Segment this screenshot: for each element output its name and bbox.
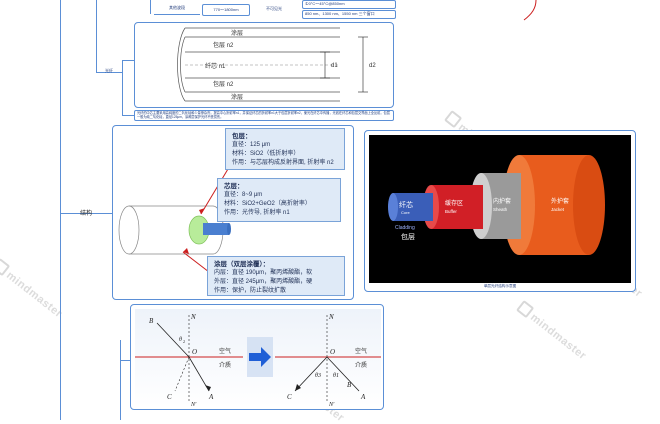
connector-line	[96, 72, 122, 73]
coating-outer: 外层：直径 245μm，聚丙烯酸酯，硬	[214, 279, 313, 285]
connector-line	[150, 0, 151, 14]
label-coating-top: 涂层	[231, 29, 243, 37]
right-label-n: N	[328, 313, 334, 321]
cable-photo-caption: 单层光纤结构示意图	[483, 284, 517, 288]
cladding-function: 作用：与芯层构成反射界面, 折射率 n2	[232, 160, 334, 166]
structure-card: 包层： 直径：125 μm 材料：SiO2（低折射率） 作用：与芯层构成反射界面…	[112, 125, 354, 300]
coating-info-box: 涂层（双层涂覆）： 内层：直径 190μm，聚丙烯酸酯，软 外层：直径 245μ…	[207, 256, 345, 296]
top-note-windows: 850 nm、1300 nm、1550 nm 三个窗口	[302, 10, 396, 19]
right-label-theta3: θ3	[315, 373, 321, 379]
cable-layers-illustration: 纤芯 Core Cladding 包层 缓存区 Buffer 内护套 Sheat…	[388, 155, 605, 255]
sheath-en-label: Sheath	[493, 207, 508, 212]
left-label-theta: θ	[179, 337, 182, 343]
right-label-a: A	[360, 393, 366, 401]
right-label-b: B	[347, 381, 352, 389]
top-note-temperature: ①0°C～45°C@850nm	[302, 0, 396, 9]
sheath-cn-label: 内护套	[493, 197, 511, 205]
left-label-air: 空气	[219, 347, 231, 355]
cladding-en-label: Cladding	[395, 225, 415, 231]
label-d1: d1	[331, 63, 338, 69]
left-label-medium: 介质	[219, 361, 231, 369]
fiber-description: 光纤的中芯主要采用高纯度的二氧化硅和少量掺杂剂，提高中心折射率n1，并保证纤芯的…	[134, 110, 394, 121]
cable-photo: 纤芯 Core Cladding 包层 缓存区 Buffer 内护套 Sheat…	[369, 135, 631, 283]
left-label-nprime: N'	[190, 402, 197, 407]
cladding-cn-label: 包层	[401, 232, 415, 241]
right-label-nprime: N'	[328, 402, 335, 407]
right-label-o: O	[330, 348, 335, 356]
cladding-diameter: 直径：125 μm	[232, 142, 271, 148]
cable-photo-card: 纤芯 Core Cladding 包层 缓存区 Buffer 内护套 Sheat…	[364, 130, 636, 292]
connector-line	[122, 60, 123, 115]
right-label-medium: 介质	[355, 361, 367, 369]
branch-label-structure: 结构	[80, 211, 93, 217]
top-cell-invisible: 不可见光	[266, 6, 282, 11]
transition-arrow-icon	[249, 347, 271, 367]
top-cell-wavelength: 770～1800nm	[202, 4, 250, 16]
label-cladding-top: 包层 n2	[213, 41, 234, 49]
connector-line	[122, 115, 134, 116]
left-label-n: N	[190, 313, 196, 321]
refraction-diagram: B N θ 2 O 空气 介质 C A N' N O 空气 介质 θ3 θ1	[135, 313, 381, 408]
left-label-theta-index: 2	[183, 339, 185, 344]
refraction-card: B N θ 2 O 空气 介质 C A N' N O 空气 介质 θ3 θ1	[130, 304, 384, 410]
core-title: 芯层：	[224, 183, 244, 190]
watermark: mindmaster	[515, 300, 589, 362]
buffer-en-label: Buffer	[445, 209, 457, 214]
core-diameter: 直径：8~9 μm	[224, 192, 263, 198]
coating-inner: 内层：直径 190μm，聚丙烯酸酯，软	[214, 270, 313, 276]
cladding-title: 包层：	[232, 133, 252, 140]
connector-line	[96, 0, 97, 72]
right-label-air: 空气	[355, 347, 367, 355]
right-label-theta1: θ1	[333, 373, 339, 379]
connector-line	[60, 213, 112, 214]
right-label-c: C	[287, 393, 292, 401]
core-cn-label: 纤芯	[399, 200, 413, 209]
coating-function: 作用：保护，防止裂纹扩散	[214, 288, 287, 294]
core-info-box: 芯层： 直径：8~9 μm 材料：SiO2+GeO2（高折射率） 作用：光传导,…	[217, 178, 341, 222]
label-cladding-bottom: 包层 n2	[213, 80, 234, 88]
cladding-info-box: 包层： 直径：125 μm 材料：SiO2（低折射率） 作用：与芯层构成反射界面…	[225, 128, 345, 170]
connector-line	[122, 60, 134, 61]
left-label-a: A	[208, 393, 214, 401]
left-label-o: O	[192, 348, 197, 356]
left-label-b: B	[149, 317, 154, 325]
label-core: 纤芯 n1	[205, 62, 226, 70]
buffer-cn-label: 缓存区	[445, 199, 463, 207]
jacket-en-label: Jacket	[551, 207, 565, 212]
coating-title: 涂层（双层涂覆）：	[214, 261, 270, 268]
core-en-label: Core	[401, 210, 410, 215]
watermark: mindmaster	[0, 258, 66, 320]
core-material: 材料：SiO2+GeO2（高折射率）	[224, 201, 311, 207]
fiber-structure-drawing	[118, 163, 246, 273]
pen-stroke	[523, 0, 537, 21]
label-coating-bottom: 涂层	[231, 93, 243, 101]
fiber-cross-section-card: 涂层 包层 n2 纤芯 n1 包层 n2 涂层 d1 d2	[134, 22, 394, 108]
cladding-material: 材料：SiO2（低折射率）	[232, 151, 300, 157]
connector-line	[120, 340, 121, 420]
connector-line	[120, 360, 132, 361]
fiber-cross-section-diagram: 涂层 包层 n2 纤芯 n1 包层 n2 涂层 d1 d2	[177, 27, 376, 102]
core-function: 作用：光传导, 折射率 n1	[224, 210, 290, 216]
connector-line	[60, 0, 61, 420]
jacket-cn-label: 外护套	[551, 197, 569, 205]
left-label-c: C	[167, 393, 172, 401]
top-cell-other-band: 其他波段	[154, 2, 200, 15]
branch-label-fiber: 光纤	[105, 68, 113, 73]
refraction-illustration: B N θ 2 O 空气 介质 C A N' N O 空气 介质 θ3 θ1	[135, 309, 381, 408]
label-d2: d2	[369, 63, 376, 69]
